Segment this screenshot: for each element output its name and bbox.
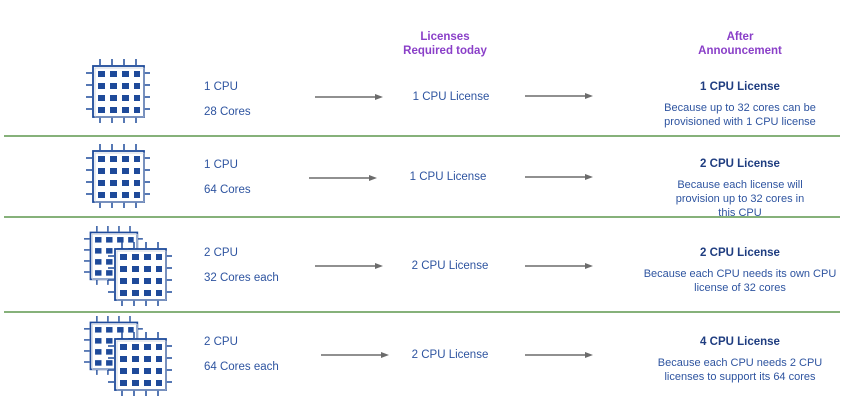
arrow-right-icon (525, 351, 594, 359)
core-count: 32 Cores each (204, 272, 279, 284)
dual-cpu-chip-icon (84, 316, 173, 397)
core-count: 28 Cores (204, 106, 251, 118)
cpu-count: 1 CPU (204, 159, 238, 171)
after-announcement-cell: 2 CPU License Because each license will … (640, 157, 840, 220)
license-explanation: Because each license will provision up t… (675, 179, 805, 219)
row-divider (4, 311, 840, 313)
arrow-right-icon (525, 173, 594, 181)
license-explanation: Because each CPU needs its own CPU licen… (643, 268, 837, 294)
row-divider (4, 216, 840, 218)
license-explanation: Because each CPU needs 2 CPU licenses to… (657, 357, 823, 383)
header-line: After (726, 31, 754, 43)
row-divider (4, 135, 840, 137)
arrow-right-icon (315, 262, 384, 270)
arrow-right-icon (315, 93, 384, 101)
license-after-announcement: 2 CPU License (700, 158, 780, 170)
core-count: 64 Cores each (204, 361, 279, 373)
arrow-right-icon (321, 351, 390, 359)
cpu-config: 2 CPU 64 Cores each (204, 335, 279, 385)
header-line: Announcement (698, 45, 782, 57)
arrow-right-icon (525, 262, 594, 270)
license-required-today: 2 CPU License (411, 260, 489, 272)
license-after-announcement: 2 CPU License (700, 247, 780, 259)
license-after-announcement: 1 CPU License (700, 81, 780, 93)
cpu-count: 1 CPU (204, 81, 238, 93)
cpu-count: 2 CPU (204, 336, 238, 348)
license-required-today: 1 CPU License (412, 91, 490, 103)
cpu-count: 2 CPU (204, 247, 238, 259)
cpu-config: 2 CPU 32 Cores each (204, 246, 279, 296)
single-cpu-chip-icon (86, 144, 151, 209)
after-announcement-cell: 4 CPU License Because each CPU needs 2 C… (640, 335, 840, 384)
header-licenses-required-today: Licenses Required today (380, 30, 510, 58)
after-announcement-cell: 2 CPU License Because each CPU needs its… (640, 246, 840, 295)
header-after-announcement: After Announcement (640, 30, 840, 58)
header-line: Required today (403, 45, 487, 57)
license-required-today: 1 CPU License (409, 171, 487, 183)
arrow-right-icon (525, 92, 594, 100)
after-announcement-cell: 1 CPU License Because up to 32 cores can… (640, 80, 840, 129)
core-count: 64 Cores (204, 184, 251, 196)
dual-cpu-chip-icon (84, 226, 173, 307)
license-explanation: Because up to 32 cores can be provisione… (664, 102, 816, 128)
cpu-config: 1 CPU 64 Cores (204, 158, 251, 208)
header-line: Licenses (420, 31, 470, 43)
license-after-announcement: 4 CPU License (700, 336, 780, 348)
cpu-config: 1 CPU 28 Cores (204, 80, 251, 130)
arrow-right-icon (309, 174, 378, 182)
license-required-today: 2 CPU License (411, 349, 489, 361)
single-cpu-chip-icon (86, 59, 151, 124)
